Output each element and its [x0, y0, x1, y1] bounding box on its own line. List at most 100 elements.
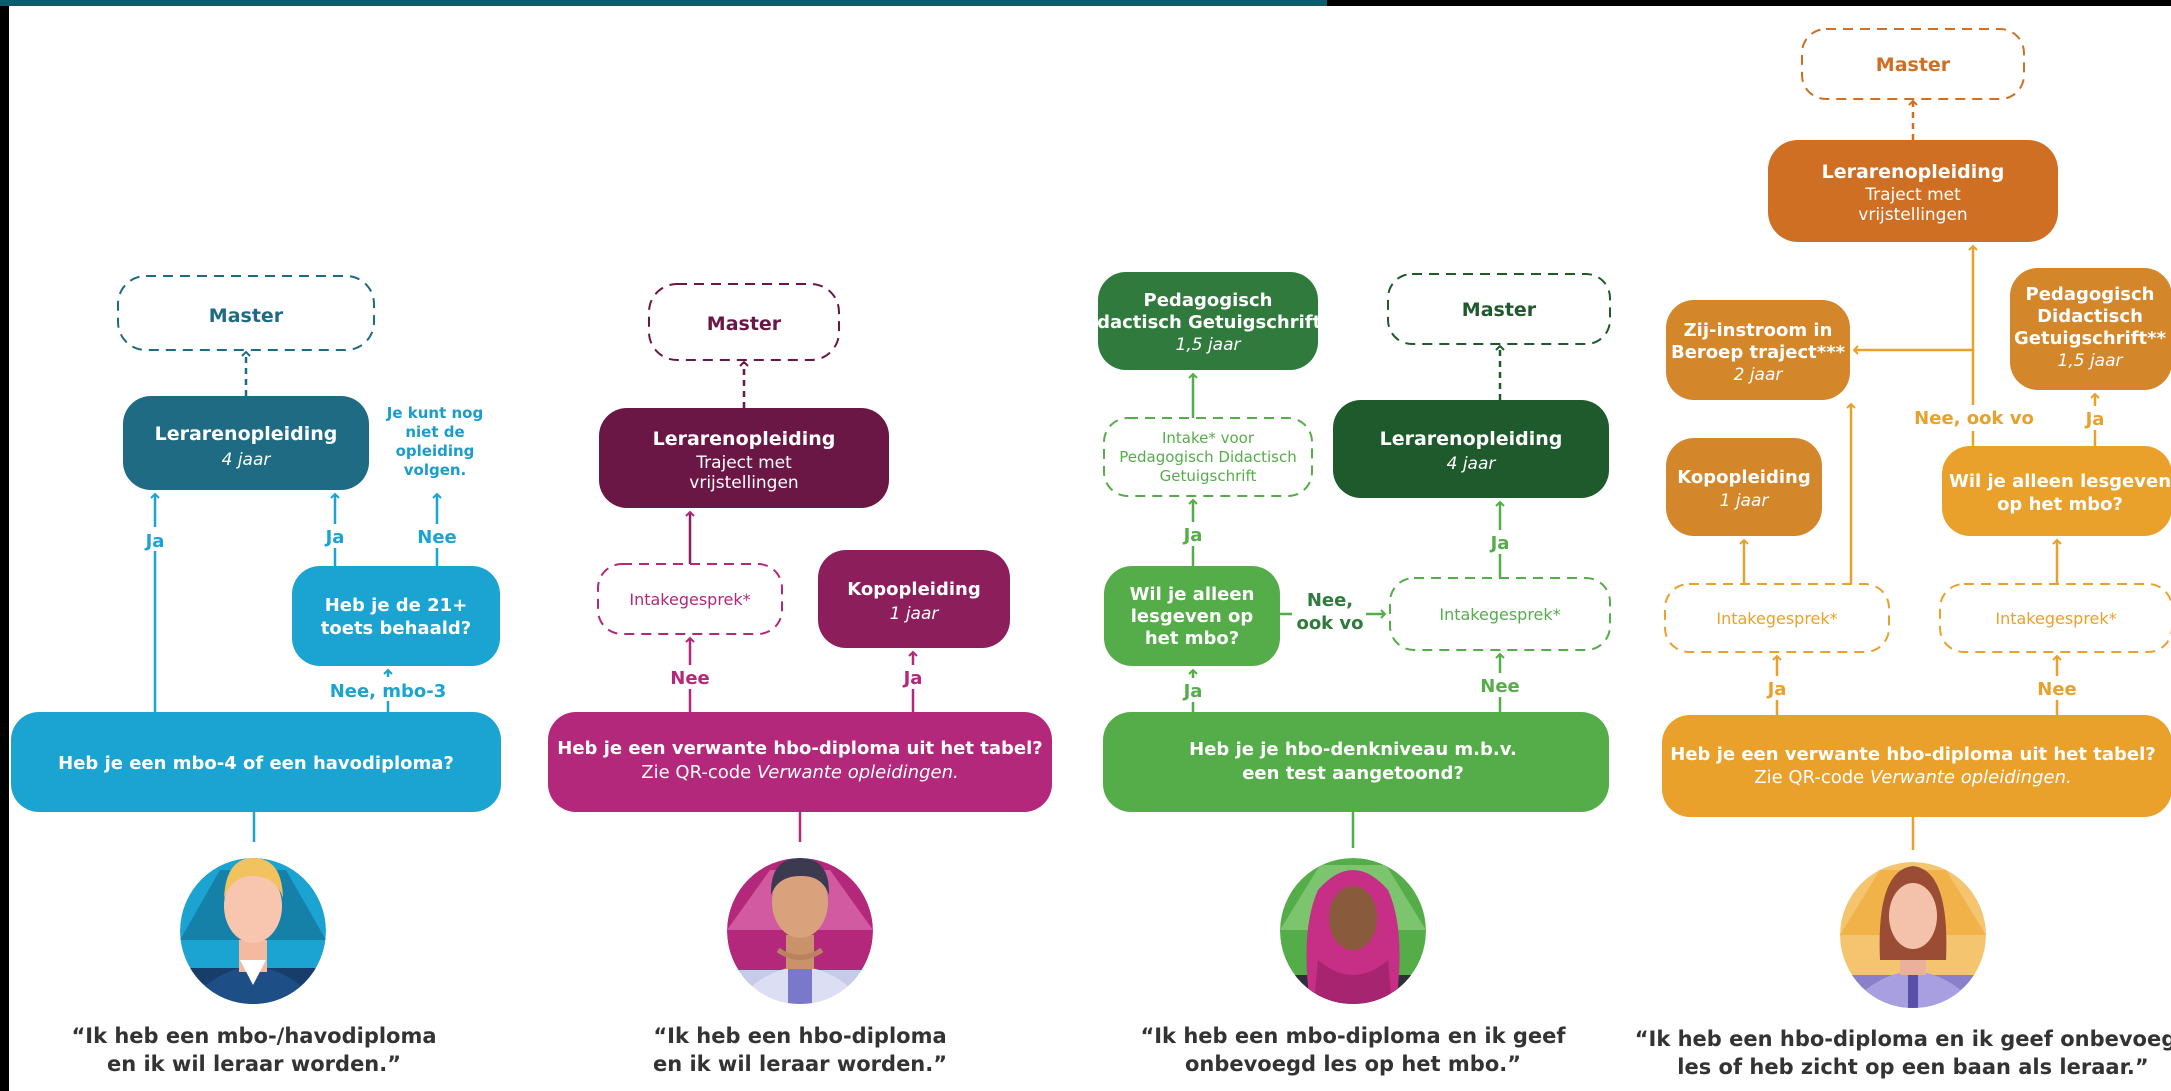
label-nee: Nee — [417, 527, 456, 548]
opleiding-line-3: vrijstellingen — [1858, 205, 1967, 225]
label-nee: Nee — [2037, 679, 2076, 700]
question-box — [11, 712, 501, 812]
kopopleiding-title: Kopopleiding — [847, 579, 980, 600]
zij-instroom-box — [1666, 300, 1850, 400]
master-label: Master — [1462, 299, 1537, 321]
kopopleiding-duration: 1 jaar — [1720, 491, 1770, 511]
intake-right-label: Intakegesprek* — [1995, 609, 2116, 628]
intake-box — [597, 563, 783, 635]
pdg-line-1: Pedagogisch — [1144, 290, 1273, 311]
quote-line-2: les of heb zicht op een baan als leraar.… — [1677, 1055, 2148, 1079]
question-line-2: Zie QR-code Verwante opleidingen. — [1754, 767, 2071, 788]
label-ja: Ja — [1766, 679, 1787, 700]
opleiding-line-1: Lerarenopleiding — [1822, 161, 2005, 183]
label-nee-line-1: Nee, — [1307, 590, 1353, 611]
avatar-person-2 — [727, 858, 873, 1004]
intake-label: Intakegesprek* — [1439, 605, 1560, 624]
opleiding-line-2: Traject met — [1864, 185, 1961, 205]
wil-line-3: het mbo? — [1145, 628, 1239, 649]
wil-box — [1942, 446, 2171, 536]
intake-left-box — [1664, 583, 1890, 653]
intake-pdg-line-3: Getuigschrift — [1160, 467, 1257, 485]
wil-line-2: lesgeven op — [1131, 606, 1254, 627]
column-2: Master Lerarenopleiding Traject met vrij… — [548, 283, 1052, 1076]
pdg-duration: 1,5 jaar — [1176, 335, 1242, 355]
column-4: Master Lerarenopleiding Traject met vrij… — [1635, 28, 2171, 1079]
quote-line-2: onbevoegd les op het mbo.” — [1185, 1052, 1521, 1076]
intake-pdg-line-2: Pedagogisch Didactisch — [1119, 448, 1296, 466]
intake-right-box — [1939, 583, 2171, 653]
opleiding-line-1: Lerarenopleiding — [653, 428, 836, 450]
pdg-box — [1098, 272, 1318, 370]
label-ja: Ja — [902, 668, 923, 689]
wil-line-1: Wil je alleen lesgeven — [1949, 471, 2171, 492]
diagram-area: Master Lerarenopleiding 4 jaar Je kunt n… — [9, 6, 2171, 1091]
pdg-line-1: Pedagogisch — [2026, 284, 2155, 305]
intake-box — [1389, 577, 1611, 651]
zij-line-1: Zij-instroom in — [1684, 320, 1833, 341]
avatar-person-4 — [1840, 862, 1986, 1008]
lerarenopleiding-duration: 4 jaar — [222, 450, 272, 470]
quote-line-2: en ik wil leraar worden.” — [107, 1052, 401, 1076]
label-nee: Nee — [670, 668, 709, 689]
opleiding-line-3: vrijstellingen — [689, 473, 798, 493]
lerarenopleiding-box — [1768, 140, 2058, 242]
kopopleiding-title: Kopopleiding — [1677, 467, 1810, 488]
kopopleiding-duration: 1 jaar — [890, 604, 940, 624]
master-label: Master — [209, 305, 284, 327]
opleiding-line-2: Traject met — [695, 453, 792, 473]
note-line-3: opleiding — [396, 442, 475, 460]
master-box — [1387, 273, 1611, 345]
wil-line-1: Wil je alleen — [1130, 584, 1255, 605]
top-dark-bar — [1327, 0, 2171, 6]
label-ja-mid: Ja — [324, 527, 345, 548]
label-nee-ook-vo: Nee, ook vo — [1914, 408, 2034, 429]
zij-line-2: Beroep traject*** — [1671, 342, 1846, 363]
intake-pdg-line-1: Intake* voor — [1162, 429, 1255, 447]
question-line-2: Zie QR-code Verwante opleidingen. — [641, 762, 958, 783]
question-box — [548, 712, 1052, 812]
pdg-line-2: Didactisch — [2037, 306, 2143, 327]
pdg-line-2: Didactisch Getuigschrift** — [1076, 312, 1341, 333]
lerarenopleiding-box — [599, 408, 889, 508]
diagram-svg: Master Lerarenopleiding 4 jaar Je kunt n… — [11, 28, 2171, 1079]
question-box — [1662, 715, 2171, 817]
note-line-2: niet de — [405, 423, 464, 441]
pdg-box — [2010, 268, 2171, 390]
label-ja-top: Ja — [1182, 525, 1203, 546]
question-line-1: Heb je een verwante hbo-diploma uit het … — [557, 738, 1042, 759]
quote-line-1: “Ik heb een hbo-diploma — [653, 1024, 946, 1048]
question-line-2: een test aangetoond? — [1242, 763, 1464, 784]
question-line-1: Heb je een verwante hbo-diploma uit het … — [1670, 744, 2155, 765]
label-ja-bottom: Ja — [1182, 681, 1203, 702]
master-box — [1801, 28, 2025, 100]
label-nee-mbo3: Nee, mbo-3 — [330, 681, 447, 702]
question-text: Heb je een mbo-4 of een havodiploma? — [58, 753, 454, 774]
lerarenopleiding-box — [123, 396, 369, 490]
pdg-duration: 1,5 jaar — [2058, 351, 2124, 371]
question-box — [1103, 712, 1609, 812]
zij-duration: 2 jaar — [1734, 365, 1784, 385]
label-ja-right: Ja — [1489, 533, 1510, 554]
lerarenopleiding-title: Lerarenopleiding — [155, 423, 338, 445]
kopopleiding-box — [1666, 438, 1822, 536]
avatar-person-1 — [180, 858, 326, 1004]
toets-line-1: Heb je de 21+ — [325, 595, 468, 616]
note-line-1: Je kunt nog — [386, 404, 483, 422]
avatar-person-3 — [1280, 858, 1426, 1004]
label-ja-pdg: Ja — [2084, 409, 2105, 430]
quote-line-1: “Ik heb een mbo-diploma en ik geef — [1140, 1024, 1566, 1048]
quote-line-2: en ik wil leraar worden.” — [653, 1052, 947, 1076]
lerarenopleiding-duration: 4 jaar — [1447, 454, 1497, 474]
intake-left-label: Intakegesprek* — [1716, 609, 1837, 628]
question-line-1: Heb je je hbo-denkniveau m.b.v. — [1189, 739, 1517, 760]
note-line-4: volgen. — [404, 461, 467, 479]
master-label: Master — [707, 313, 782, 335]
lerarenopleiding-title: Lerarenopleiding — [1380, 428, 1563, 450]
master-box — [648, 283, 840, 361]
master-label: Master — [1876, 54, 1951, 76]
master-box — [117, 275, 375, 351]
wil-line-2: op het mbo? — [1997, 494, 2123, 515]
quote-line-1: “Ik heb een mbo-/havodiploma — [71, 1024, 436, 1048]
